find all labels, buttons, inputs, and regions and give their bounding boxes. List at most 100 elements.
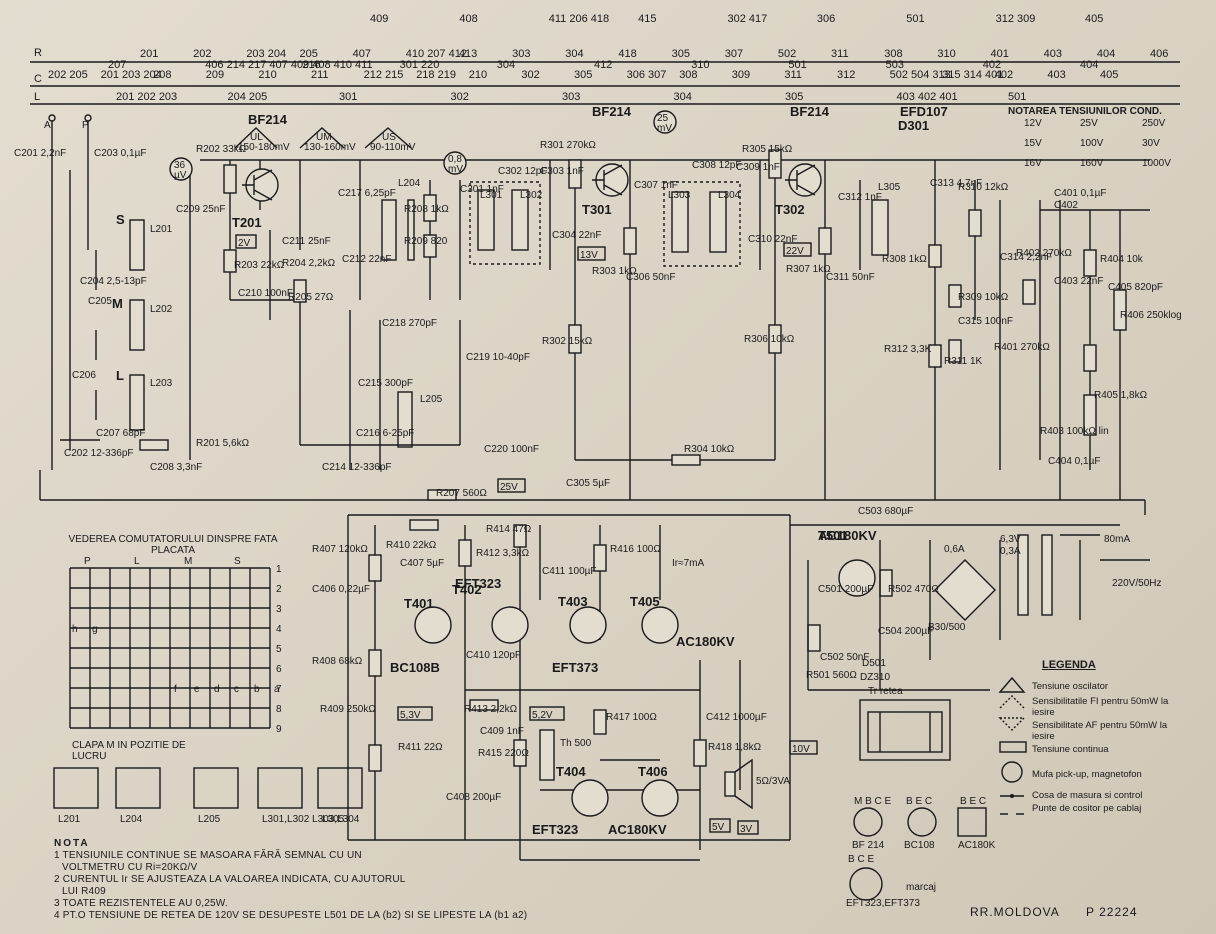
header-row-l-letter: L	[34, 91, 40, 103]
rf-resistors	[139, 149, 1127, 531]
switch-col-top: L	[134, 556, 140, 567]
svg-text:L: L	[116, 368, 124, 383]
voltage-notation-item: 25V	[1080, 118, 1098, 129]
header-r-label: 311	[831, 48, 849, 60]
switch-row-number: 2	[276, 584, 282, 595]
transistor-id: T402	[452, 582, 482, 597]
component-label: C301 1nF	[460, 184, 504, 195]
band-sensitivity: 90-110mV	[370, 142, 416, 153]
legenda-item-6: Cosa de masura si control	[1032, 790, 1143, 801]
coil-name: L305	[322, 814, 345, 825]
component-label: C501 200µF	[818, 584, 873, 595]
component-label: B30/500	[928, 622, 966, 633]
header-c-top-label: 404	[1080, 59, 1098, 71]
header-c-top-label: 310	[691, 59, 709, 71]
transistor-type: EFT323	[455, 576, 501, 591]
voltage-notation-item: 15V	[1024, 138, 1042, 149]
nota-title: NOTA	[54, 838, 90, 849]
switch-left-mark: g	[92, 624, 98, 635]
nota-line-6: 4 PT.O TENSIUNE DE RETEA DE 120V SE DESU…	[54, 910, 528, 921]
header-r-top-label: 408	[459, 13, 477, 25]
component-label: R305 15kΩ	[742, 144, 793, 155]
pinout-name: EFT323,EFT373	[846, 898, 920, 909]
band-name: UM	[316, 132, 332, 143]
legenda-symbols	[998, 676, 1027, 815]
switch-left-mark: h	[72, 624, 78, 635]
voltage-box	[397, 706, 433, 721]
header-r-top-label: 312 309	[996, 13, 1036, 25]
component-label: DZ310	[860, 672, 890, 683]
component-label: R312 3,3K	[884, 344, 932, 355]
header-r-label: 308	[884, 48, 902, 60]
component-label: C302 12pF	[498, 166, 547, 177]
transistor-type: BC108B	[390, 660, 440, 675]
transistor-type: BF214	[248, 112, 288, 127]
header-l-label: 303	[562, 91, 580, 103]
header-c-top-label: 412	[594, 59, 612, 71]
switch-col-bottom: a	[274, 684, 280, 695]
voltage-notation-item: 160V	[1080, 158, 1104, 169]
legenda-item-2: Sensibilitatile FI pentru 50mW la iesire	[1032, 696, 1169, 718]
header-r-label: 201	[140, 48, 158, 60]
component-label: R306 10kΩ	[744, 334, 795, 345]
switch-row-number: 3	[276, 604, 282, 615]
component-label: R412 3,3kΩ	[476, 548, 530, 559]
test-points	[169, 110, 677, 181]
footer-code: P 22224	[1086, 905, 1138, 919]
component-label: C311 50nF	[826, 272, 875, 283]
transistor-id: T403	[558, 594, 588, 609]
af-transistors	[414, 559, 876, 817]
component-label: C405 820pF	[1108, 282, 1163, 293]
header-c-label: 210	[258, 69, 276, 81]
header-r-top-label: 409	[370, 13, 388, 25]
svg-text:L302: L302	[520, 190, 543, 201]
component-label: C403 22nF	[1054, 276, 1103, 287]
component-label: C203 0,1µF	[94, 148, 146, 159]
test-point-unit: µV	[174, 170, 187, 181]
legenda-item-4: Tensiune continua	[1032, 744, 1109, 755]
voltage-notation-item: 100V	[1080, 138, 1104, 149]
switch-col-bottom: d	[214, 684, 220, 695]
header-r-label: 407	[353, 48, 371, 60]
voltage-box	[783, 242, 812, 257]
component-label: R205 27Ω	[288, 292, 334, 303]
component-label: C315 100nF	[958, 316, 1013, 327]
header-r-label: 303	[512, 48, 530, 60]
component-label: C211 25nF	[282, 236, 331, 247]
header-c-label: 209	[206, 69, 224, 81]
voltage-box-label: 25V	[500, 482, 518, 493]
component-label: C401 0,1µF	[1054, 188, 1106, 199]
transistor-type: EFT323	[532, 822, 578, 837]
component-label: R414 47Ω	[486, 524, 532, 535]
component-label: C410 120pF	[466, 650, 521, 661]
component-label: C212 22nF	[342, 254, 391, 265]
speaker-rating: 5Ω/3VA	[756, 776, 790, 787]
header-c-top-label: 216	[302, 59, 320, 71]
transistor-id: T405	[630, 594, 660, 609]
header-r-label: 403	[1044, 48, 1062, 60]
component-label: C411 100µF	[542, 566, 597, 577]
diode-type: EFD107	[900, 104, 948, 119]
header-r-label: 203 204	[246, 48, 286, 60]
left-caps	[60, 250, 100, 441]
component-label: R415 220Ω	[478, 748, 529, 759]
voltage-box	[529, 706, 565, 721]
header-c-top-label: 402	[983, 59, 1001, 71]
component-label: R402 270kΩ	[1016, 248, 1072, 259]
header-l-label: 302	[451, 91, 469, 103]
component-label: C502 50nF	[820, 652, 869, 663]
test-point-unit: mV	[448, 164, 463, 175]
transistor-type: AC180KV	[608, 822, 667, 837]
voltage-box	[709, 818, 731, 833]
component-label: C309 1nF	[736, 162, 780, 173]
header-r-top-label: 501	[906, 13, 924, 25]
component-label: R308 1kΩ	[882, 254, 927, 265]
component-label: R208 1kΩ	[404, 204, 449, 215]
band-sensitivity: 130-160mV	[304, 142, 356, 153]
transistor-type: BF214	[790, 104, 830, 119]
band-indicators	[234, 127, 412, 149]
component-label: C308 12pF	[692, 160, 741, 171]
